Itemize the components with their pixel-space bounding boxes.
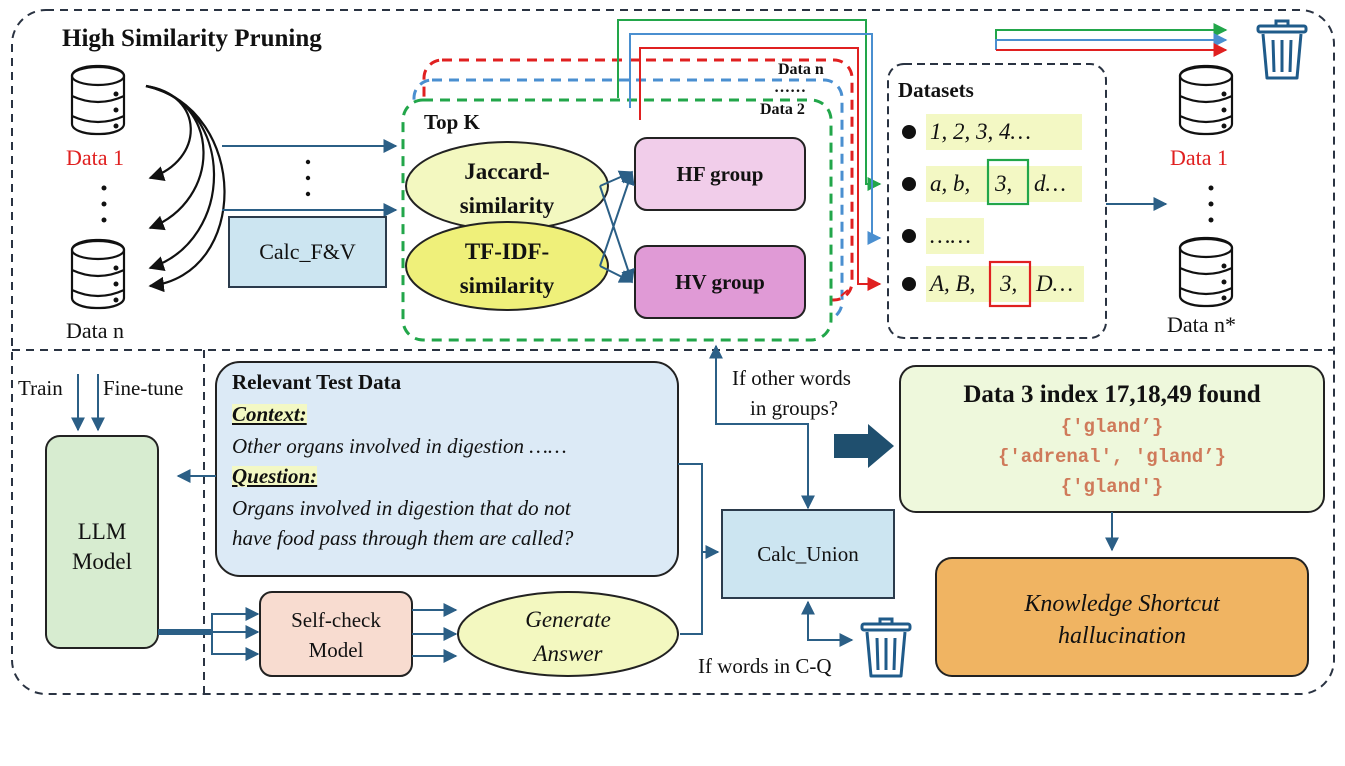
question-line1: Organs involved in digestion that do not: [232, 496, 571, 520]
datasets-title: Datasets: [898, 78, 974, 102]
calc-fv-label: Calc_F&V: [259, 239, 356, 264]
data-n-stack-label: Data n: [778, 61, 824, 78]
dataset-row-4-match: 3,: [1000, 271, 1018, 296]
selfcheck-line2: Model: [308, 638, 364, 662]
jaccard-line1: Jaccard-: [464, 159, 550, 184]
if-words-cq: If words in C-Q: [698, 654, 832, 678]
relevant-test-data-box: [215, 361, 679, 577]
ks-line1: Knowledge Shortcut: [1024, 591, 1220, 617]
found-set-3: {'gland'}: [1060, 476, 1164, 498]
tfidf-line1: TF-IDF-: [464, 239, 550, 264]
datasets-frame: [887, 63, 1107, 339]
pairwise-compare-arrows: [145, 84, 226, 293]
calc-union-label: Calc_Union: [757, 541, 859, 566]
dataset-row-4-b: D…: [1036, 271, 1074, 296]
dataset-row-2-match: 3,: [995, 171, 1013, 196]
hf-group-label: HF group: [676, 161, 764, 186]
dataset-row-3: ……: [930, 223, 971, 248]
generate-line2: Answer: [533, 641, 603, 666]
outer-frame: [11, 9, 1335, 695]
ks-line2: hallucination: [1058, 623, 1186, 649]
if-other-line2: in groups?: [750, 396, 839, 420]
datan-left-label: Data n: [66, 318, 125, 343]
generate-line1: Generate: [525, 607, 611, 632]
match-box-red: [988, 260, 1032, 308]
data1-right-label: Data 1: [1170, 145, 1229, 170]
datan-right-label: Data n*: [1167, 312, 1237, 337]
database-icon-right-data1: [1178, 64, 1234, 136]
hv-group-label: HV group: [675, 269, 765, 294]
self-check-box: [259, 591, 413, 677]
tfidf-line2: similarity: [459, 273, 555, 298]
generate-answer-ellipse: [457, 591, 679, 677]
finetune-label: Fine-tune: [103, 376, 184, 400]
if-other-line1: If other words: [732, 366, 851, 390]
match-box-green: [986, 158, 1030, 206]
database-icon-datan: [70, 238, 126, 310]
section-title: High Similarity Pruning: [62, 25, 322, 52]
context-label: Context:: [232, 402, 307, 426]
question-line2: have food pass through them are called?: [232, 526, 574, 550]
jaccard-line2: similarity: [459, 193, 555, 218]
found-set-2: {'adrenal', 'gland’}: [997, 446, 1227, 468]
question-label: Question:: [232, 464, 318, 488]
llm-label-line2: Model: [71, 549, 133, 574]
dataset-row-2-b: d…: [1034, 171, 1066, 196]
dataset-row-4-a: A, B,: [930, 271, 976, 296]
hf-group-box: [634, 137, 806, 211]
tfidf-ellipse: [405, 221, 609, 311]
stack-dots: ……: [774, 79, 806, 96]
database-icon-right-datan: [1178, 236, 1234, 308]
data1-left-label: Data 1: [66, 145, 125, 170]
topk-label: Top K: [424, 110, 480, 134]
trash-icon-top: [1256, 19, 1308, 80]
trash-icon-bottom: [860, 617, 912, 678]
dataset-row-1: 1, 2, 3, 4…: [930, 119, 1031, 144]
rtd-title: Relevant Test Data: [232, 370, 402, 394]
llm-label-line1: LLM: [77, 519, 127, 544]
knowledge-shortcut-box: [935, 557, 1309, 677]
dataset-row-2-a: a, b,: [930, 171, 971, 196]
found-set-1: {'gland’}: [1060, 416, 1164, 438]
data-2-stack-label: Data 2: [760, 101, 805, 118]
train-label: Train: [18, 376, 63, 400]
big-right-arrow: [834, 424, 894, 468]
found-title: Data 3 index 17,18,49 found: [963, 381, 1261, 408]
calc-union-box: [721, 509, 895, 599]
selfcheck-line1: Self-check: [291, 608, 381, 632]
llm-model-box: [45, 435, 159, 649]
context-text: Other organs involved in digestion ……: [232, 434, 567, 458]
database-icon-data1: [70, 64, 126, 136]
hv-group-box: [634, 245, 806, 319]
